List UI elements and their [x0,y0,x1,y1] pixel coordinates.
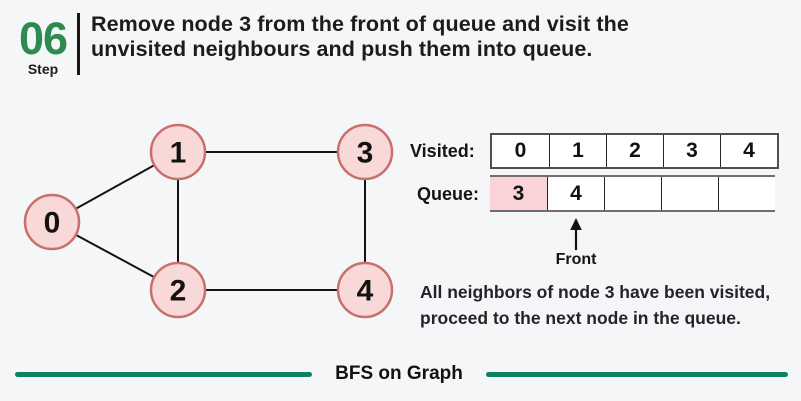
note-line-2: proceed to the next node in the queue. [420,308,741,328]
footer-caption: BFS on Graph [335,363,463,384]
queue-cell-3 [661,177,718,210]
graph-node-4 [336,261,394,319]
queue-cell-1: 4 [547,177,604,210]
visited-array: 0 1 2 3 4 [490,133,779,169]
front-label: Front [555,251,597,268]
visited-cell-3: 3 [663,135,720,167]
footer-rule-right [486,372,788,377]
title-line-1: Remove node 3 from the front of queue an… [91,12,629,36]
visited-cell-0: 0 [492,135,549,167]
graph-node-label-4: 4 [357,275,374,308]
visited-cell-2: 2 [606,135,663,167]
note-line-1: All neighbors of node 3 have been visite… [420,282,771,302]
page-title: Remove node 3 from the front of queue an… [91,12,751,62]
visited-cell-1: 1 [549,135,606,167]
queue-cell-0: 3 [490,177,547,210]
graph-node-0 [23,193,81,251]
visited-label: Visited: [410,141,475,161]
graph-node-label-1: 1 [170,137,187,170]
graph-node-label-2: 2 [170,275,187,308]
step-number: 06 [18,13,68,64]
queue-label: Queue: [417,184,480,204]
graph-node-2 [149,261,207,319]
queue-array: 3 4 [490,175,775,212]
queue-cell-4 [718,177,775,210]
footer-rule-left [15,372,312,377]
title-line-2: unvisited neighbours and push them into … [91,37,593,61]
graph-svg: 0 1 2 3 4 [23,123,394,319]
graph-node-label-0: 0 [44,207,61,240]
graph-node-3 [336,123,394,181]
header-divider [77,13,80,75]
graph-node-1 [149,123,207,181]
visited-cell-4: 4 [720,135,777,167]
step-badge: 06 Step [12,16,74,77]
queue-cell-2 [604,177,661,210]
front-arrow-icon [570,218,582,250]
note-text: All neighbors of node 3 have been visite… [420,279,790,331]
graph-node-label-3: 3 [357,137,374,170]
step-label: Step [27,61,59,77]
